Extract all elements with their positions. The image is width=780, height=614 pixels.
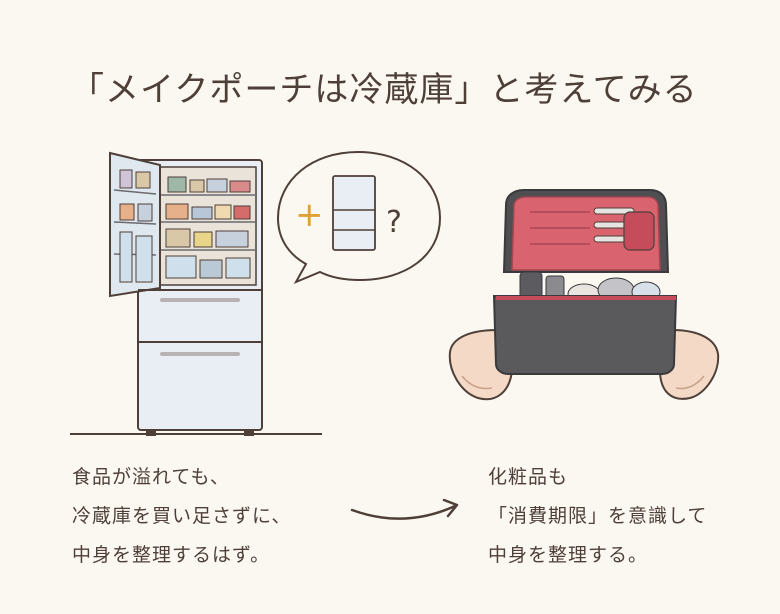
right-caption-line: 化粧品も (488, 466, 569, 488)
door-bottle (135, 171, 151, 189)
right-caption-line: 中身を整理する。 (488, 544, 649, 566)
food-item (225, 257, 251, 279)
mini-fridge (332, 175, 376, 251)
food-item (165, 203, 189, 220)
left-caption-line: 食品が溢れても、 (72, 466, 230, 488)
food-item (165, 228, 191, 248)
food-item (215, 230, 249, 248)
food-item (189, 179, 205, 193)
left-caption-line: 中身を整理するはず。 (72, 544, 271, 566)
food-item (206, 178, 228, 193)
pouch-lining (511, 196, 661, 271)
door-bottle (119, 169, 133, 189)
food-item (193, 231, 213, 248)
left-caption-line: 冷蔵庫を買い足さずに、 (72, 505, 292, 527)
left-caption: 食品が溢れても、 冷蔵庫を買い足さずに、 中身を整理するはず。 (72, 458, 372, 575)
food-item (199, 259, 223, 279)
right-caption-line: 「消費期限」を意識して (488, 505, 708, 527)
door-bottle (137, 203, 153, 222)
right-arrow (350, 498, 459, 520)
compact-mirror (623, 211, 655, 251)
right-caption: 化粧品も 「消費期限」を意識して 中身を整理する。 (488, 458, 768, 575)
food-item (214, 204, 232, 220)
food-item (191, 206, 213, 220)
plus-sign: + (295, 195, 324, 235)
question-mark: ? (386, 205, 402, 240)
food-item (233, 205, 251, 220)
speech-bubble: + ? (276, 150, 442, 285)
door-bottle (135, 235, 153, 283)
drawer-handle (160, 298, 240, 302)
pouch-body (492, 295, 678, 375)
door-bottle (119, 203, 135, 221)
makeup-pouch-illustration (448, 189, 720, 401)
page-title: 「メイクポーチは冷蔵庫」と考えてみる (70, 70, 698, 110)
fridge-illustration (109, 151, 263, 436)
drawer-handle (160, 352, 240, 356)
food-item (167, 176, 187, 193)
door-bottle (119, 231, 133, 283)
food-item (165, 255, 197, 279)
food-item (229, 180, 251, 193)
